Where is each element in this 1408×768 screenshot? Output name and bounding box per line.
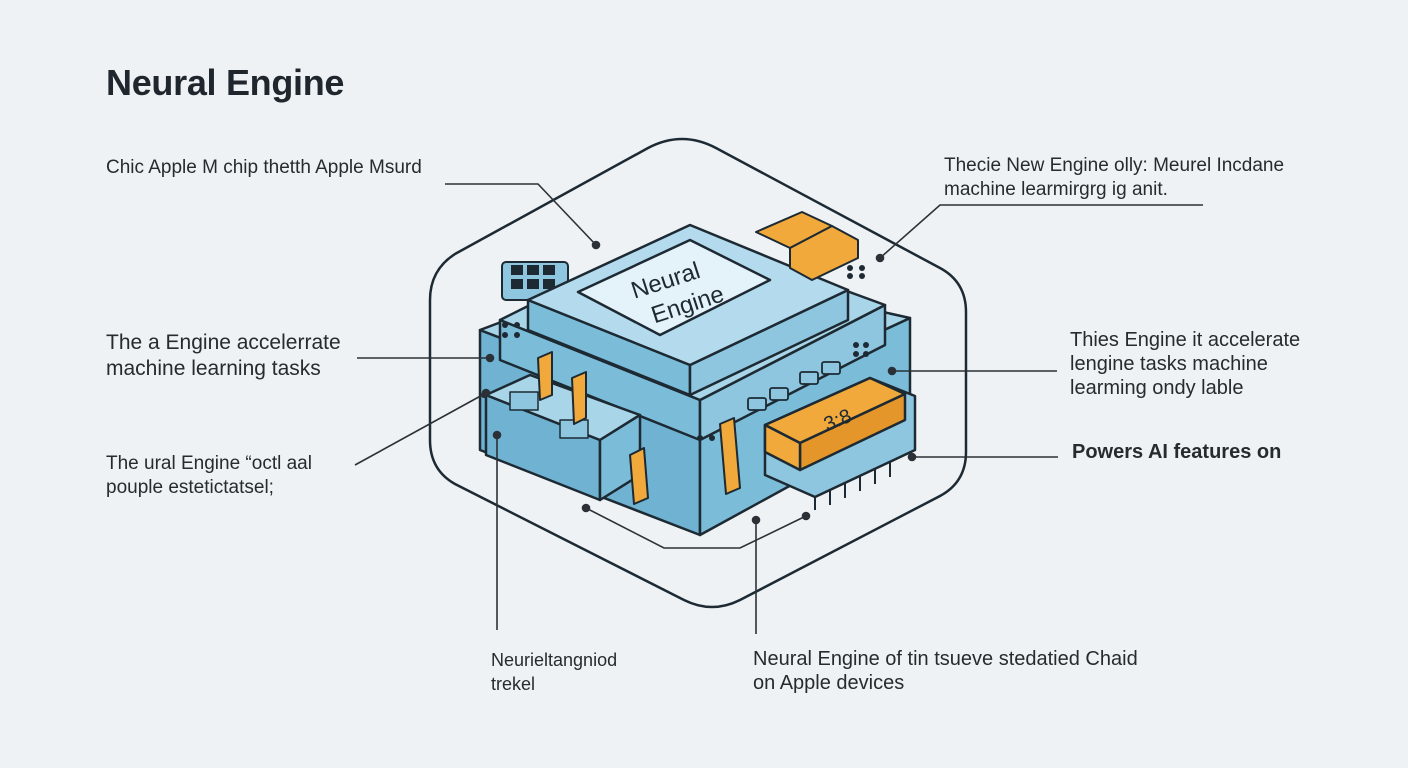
callout-top-right: Thecie New Engine olly: Meurel Incdane m… bbox=[944, 154, 1284, 202]
callout-text: Neurieltangniod bbox=[491, 650, 618, 670]
callout-text: lengine tasks machine bbox=[1070, 353, 1268, 375]
leader-top-right bbox=[879, 204, 1203, 259]
leader-low-left bbox=[354, 392, 487, 466]
leader-bottom-connector bbox=[585, 507, 807, 549]
callout-text: trekel bbox=[491, 674, 536, 694]
chip-label-panel bbox=[576, 238, 772, 337]
page-title: Neural Engine bbox=[106, 62, 345, 103]
front-module bbox=[484, 373, 642, 502]
callout-text: Chic Apple M chip thetth Apple Msurd bbox=[106, 157, 422, 178]
callout-mid-right: Thies Engine it accelerate lengine tasks… bbox=[1070, 328, 1300, 400]
callout-text: Powers AI features on bbox=[1072, 441, 1282, 463]
callout-text: Thies Engine it accelerate bbox=[1070, 329, 1301, 351]
callout-top-left: Chic Apple M chip thetth Apple Msurd bbox=[106, 156, 422, 180]
callout-text: The ural Engine “octl aal bbox=[106, 453, 312, 474]
side-chip bbox=[763, 376, 917, 510]
leader-lines bbox=[354, 183, 1203, 634]
callout-bottom-left: Neurieltangniod trekel bbox=[491, 648, 617, 696]
leader-top-left bbox=[445, 183, 597, 246]
callout-bottom-right: Neural Engine of tin tsueve stedatied Ch… bbox=[753, 647, 1138, 695]
callout-low-right: Powers AI features on bbox=[1072, 440, 1281, 464]
callout-text: on Apple devices bbox=[753, 672, 905, 694]
callout-low-left: The ural Engine “octl aal pouple estetic… bbox=[106, 452, 312, 500]
callout-text: learming ondy lable bbox=[1070, 377, 1244, 399]
callout-text: pouple estetictatsel; bbox=[106, 477, 274, 498]
callout-text: machine learning tasks bbox=[106, 357, 321, 380]
callout-text: The a Engine accelerrate bbox=[106, 331, 341, 354]
callout-text: Neural Engine of tin tsueve stedatied Ch… bbox=[753, 648, 1138, 670]
hexagon-frame bbox=[428, 137, 968, 609]
small-components bbox=[747, 361, 841, 411]
callout-mid-left: The a Engine accelerrate machine learnin… bbox=[106, 330, 341, 382]
orange-connectors bbox=[537, 211, 859, 505]
callout-text: machine learmirgrg ig anit. bbox=[944, 179, 1168, 200]
callout-text: Thecie New Engine olly: Meurel Incdane bbox=[944, 155, 1285, 176]
